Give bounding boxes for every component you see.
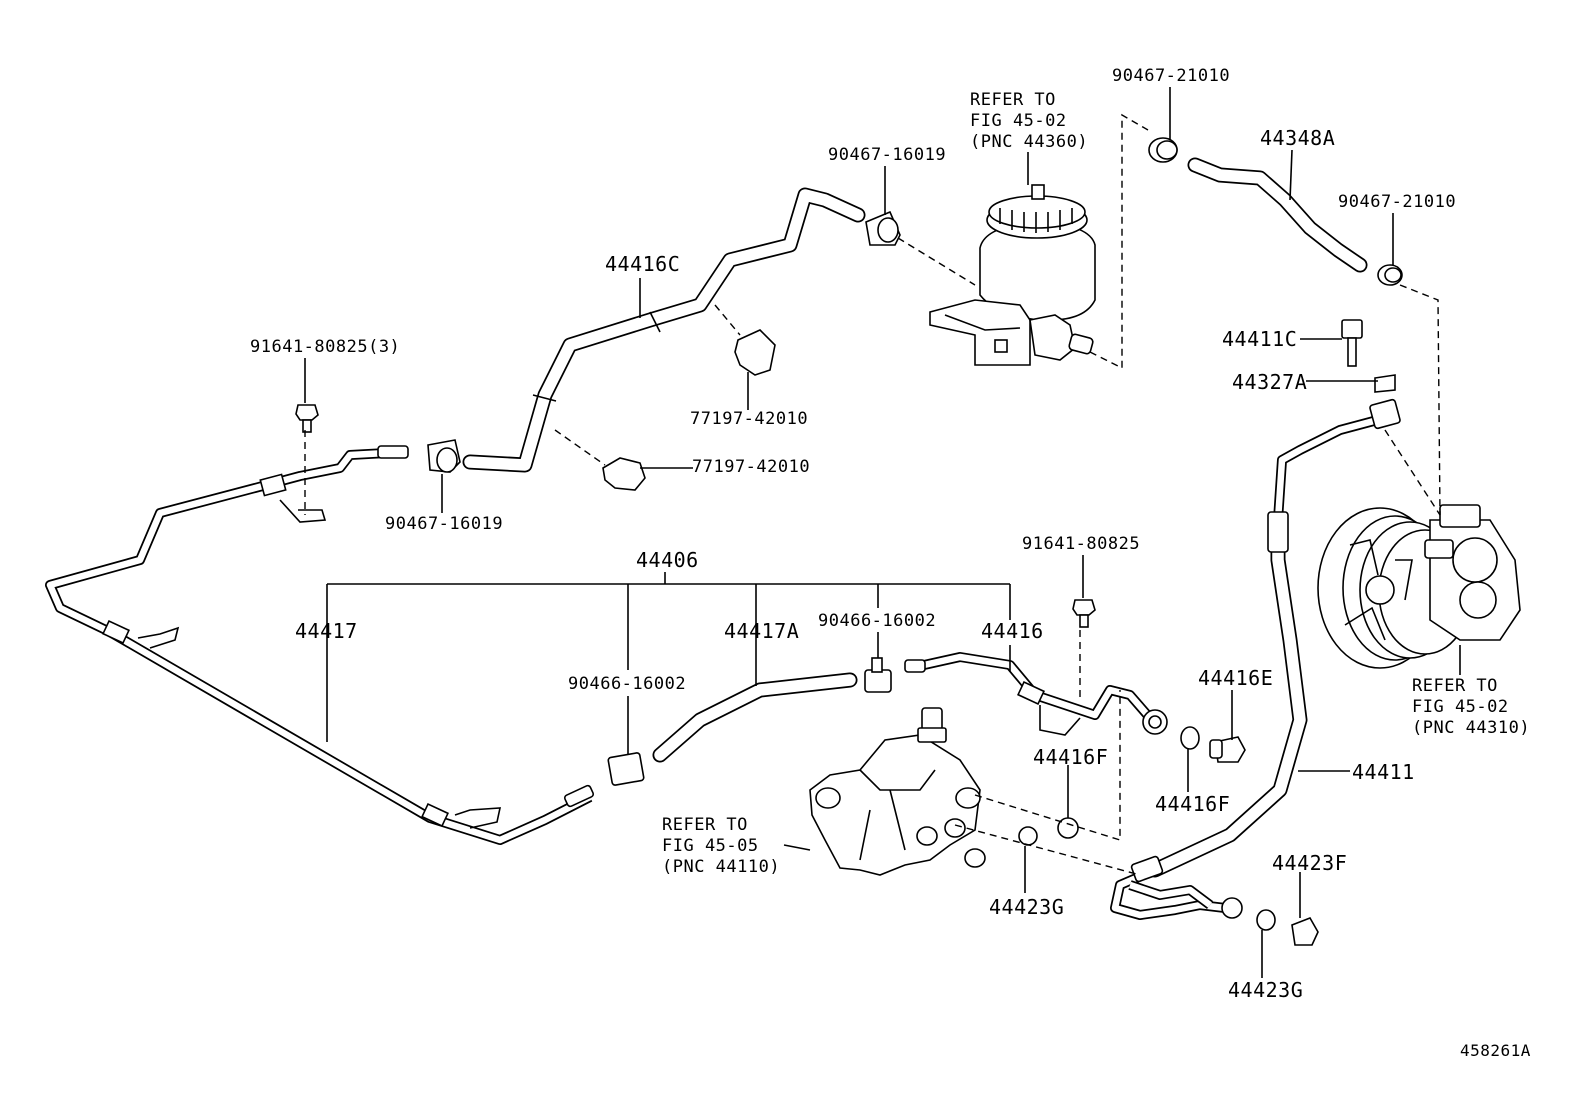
washers xyxy=(1018,726,1319,946)
label-44423G-left: 44423G xyxy=(989,895,1065,919)
hose-44417A xyxy=(652,672,858,763)
hose-clamp-icon xyxy=(427,137,1403,786)
dashed-lines xyxy=(304,113,1441,876)
label-44416F-right: 44416F xyxy=(1155,792,1231,816)
label-90467-21010-top: 90467-21010 xyxy=(1112,66,1231,86)
label-77197-42010-b: 77197-42010 xyxy=(692,457,811,477)
label-44416C: 44416C xyxy=(605,252,681,276)
pressure-hose-44411 xyxy=(1110,398,1401,920)
label-44327A: 44327A xyxy=(1232,370,1308,394)
power-steering-pump-icon xyxy=(1317,504,1521,669)
refer-fig-45-05-pnc-44110: REFER TO FIG 45-05 (PNC 44110) xyxy=(662,815,781,877)
bolt-icon xyxy=(295,404,1096,628)
label-44411: 44411 xyxy=(1352,760,1415,784)
return-tube-44417 xyxy=(45,445,595,845)
label-44417A: 44417A xyxy=(724,619,800,643)
label-44348A: 44348A xyxy=(1260,126,1336,150)
label-44416: 44416 xyxy=(981,619,1044,643)
label-91641-80825-3: 91641-80825(3) xyxy=(250,337,401,357)
label-44423F: 44423F xyxy=(1272,851,1348,875)
label-91641-80825: 91641-80825 xyxy=(1022,534,1141,554)
leader-lines xyxy=(304,87,1461,978)
reservoir-icon xyxy=(929,184,1096,366)
label-90467-16019-bottom: 90467-16019 xyxy=(385,514,504,534)
refer-fig-45-02-pnc-44310: REFER TO FIG 45-02 (PNC 44310) xyxy=(1412,676,1531,738)
label-90466-16002-lower: 90466-16002 xyxy=(568,674,687,694)
label-44411C: 44411C xyxy=(1222,327,1298,351)
tube-44416 xyxy=(904,652,1168,736)
steering-gear-icon xyxy=(809,707,986,876)
diagram-id: 458261A xyxy=(1460,1041,1531,1060)
label-77197-42010-a: 77197-42010 xyxy=(690,409,809,429)
label-44417: 44417 xyxy=(295,619,358,643)
return-hose-44416C xyxy=(462,187,866,473)
refer-fig-45-02-pnc-44360: REFER TO FIG 45-02 (PNC 44360) xyxy=(970,90,1089,152)
label-44416E: 44416E xyxy=(1198,666,1274,690)
label-44423G-right: 44423G xyxy=(1228,978,1304,1002)
label-90467-21010-right: 90467-21010 xyxy=(1338,192,1457,212)
hose-44348A xyxy=(1187,157,1368,273)
label-90466-16002-upper: 90466-16002 xyxy=(818,611,937,631)
label-44416F-left: 44416F xyxy=(1033,745,1109,769)
label-44406: 44406 xyxy=(636,548,699,572)
label-90467-16019-top: 90467-16019 xyxy=(828,145,947,165)
